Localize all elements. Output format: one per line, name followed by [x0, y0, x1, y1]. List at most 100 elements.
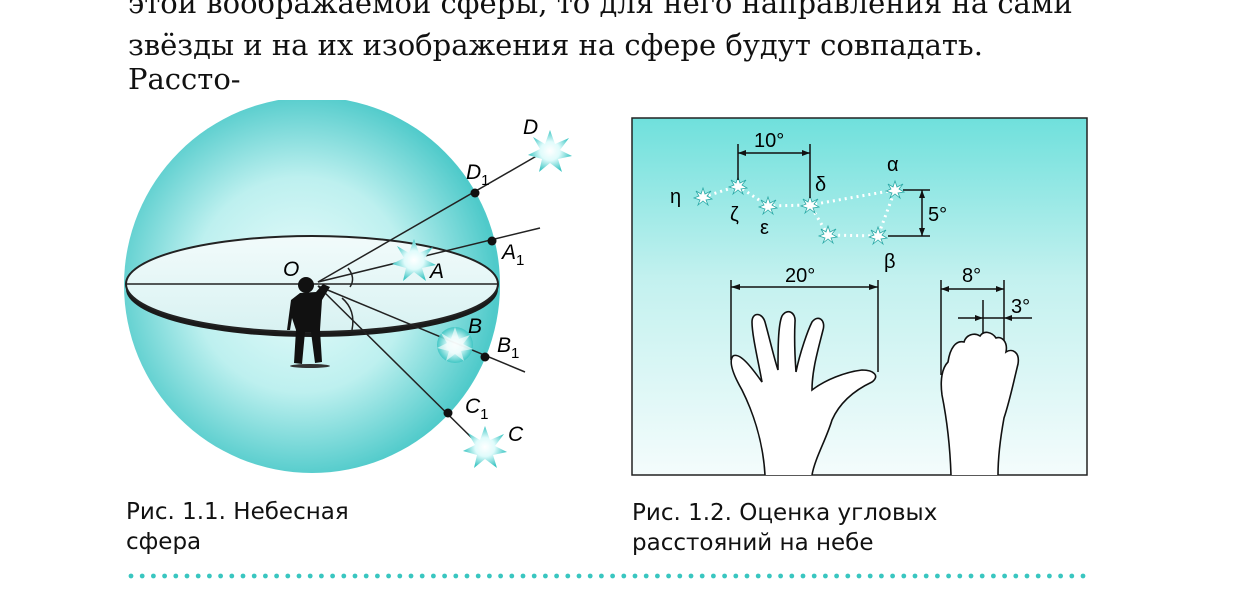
divider-dot [341, 573, 347, 579]
divider-dot [1002, 573, 1007, 579]
body-text-line-2: звёзды и на их изображения на сфере буду… [128, 28, 983, 96]
divider-dot [968, 573, 974, 579]
divider-dot [1024, 573, 1030, 579]
divider-dot [263, 573, 268, 579]
divider-dot [879, 573, 884, 579]
divider-dot [520, 573, 526, 579]
label-zeta: ζ [730, 204, 739, 226]
figure-2-caption-line-2: расстояний на небе [632, 530, 874, 556]
divider-dot [554, 573, 559, 579]
divider-dot [464, 573, 470, 579]
divider-dot [296, 573, 302, 579]
divider-dot [935, 573, 940, 579]
divider-dot [487, 573, 492, 579]
point-b1 [480, 352, 490, 362]
label-5deg: 5° [928, 204, 947, 226]
divider-dot [621, 573, 627, 579]
divider-dot [352, 573, 358, 579]
divider-dot [733, 573, 739, 579]
divider-dot [498, 573, 503, 579]
label-c: C [508, 423, 524, 446]
constellation-lines [702, 184, 898, 238]
divider-dot [1058, 573, 1063, 579]
divider-dot [823, 573, 828, 579]
divider-dot [319, 573, 324, 579]
divider-dot [151, 573, 156, 579]
divider-dot [285, 573, 291, 579]
divider-dot [1069, 573, 1075, 579]
divider-dot [767, 573, 772, 579]
divider-dot [744, 573, 750, 579]
celestial-sphere-figure: O A B C D D1 A1 B1 C1 [124, 100, 572, 473]
divider-dot [643, 573, 649, 579]
divider-dot [229, 573, 235, 579]
divider-dot [946, 573, 951, 579]
divider-dot [565, 573, 571, 579]
divider-dot [431, 573, 436, 579]
point-d1 [470, 188, 480, 198]
body-text-line-1: этой воображаемой сферы, то для него нап… [128, 0, 1073, 20]
divider-dot [957, 573, 963, 579]
figure-1-caption-line-1: Рис. 1.1. Небесная [126, 499, 349, 525]
divider-dot [207, 573, 212, 579]
divider-dot [1080, 573, 1086, 579]
divider-dot [128, 573, 134, 579]
divider-dot [912, 573, 918, 579]
sky-panel [631, 117, 1088, 476]
divider-dot [655, 573, 660, 579]
divider-dot [162, 573, 167, 579]
divider-dot [666, 573, 671, 579]
divider-dot [442, 573, 447, 579]
divider-dot [453, 573, 459, 579]
label-20deg: 20° [785, 265, 815, 287]
label-a1: A1 [500, 241, 524, 269]
divider-dot [599, 573, 604, 579]
star-b [437, 327, 473, 363]
divider-dot [363, 573, 369, 579]
point-c1 [443, 408, 453, 418]
fist-hand [940, 331, 1020, 476]
divider-dot [475, 573, 481, 579]
divider-dot [632, 573, 638, 579]
divider-dot [688, 573, 694, 579]
label-alpha: α [887, 154, 899, 176]
star-a [392, 239, 436, 281]
divider-dot [1035, 573, 1041, 579]
label-b: B [468, 315, 482, 338]
label-b1: B1 [497, 334, 519, 362]
dimension-8deg [940, 280, 1005, 375]
divider-dot [218, 573, 223, 579]
label-o: O [283, 258, 299, 281]
divider-dot [587, 573, 593, 579]
star-c [463, 426, 507, 468]
figure-1-caption-line-2: сфера [126, 529, 202, 555]
divider-dot [173, 573, 179, 579]
divider-dot [576, 573, 582, 579]
divider-dot [778, 573, 783, 579]
divider-dot [834, 573, 839, 579]
divider-dot [711, 573, 716, 579]
divider-dot [722, 573, 727, 579]
label-d: D [523, 116, 538, 139]
open-hand [730, 310, 877, 476]
direction-rays [317, 153, 541, 447]
divider-dot [509, 573, 515, 579]
figure-2-caption-line-1: Рис. 1.2. Оценка угловых [632, 500, 938, 526]
label-delta: δ [815, 174, 826, 196]
divider-dot [240, 573, 246, 579]
dotted-divider [128, 573, 1086, 579]
divider-dot [901, 573, 907, 579]
divider-dot [139, 573, 145, 579]
angular-distance-figure: η ζ ε δ α β 10° 5° 20° 8° [631, 117, 1088, 476]
divider-dot [979, 573, 985, 579]
divider-dot [419, 573, 425, 579]
dimension-5deg [888, 189, 930, 237]
divider-dot [543, 573, 548, 579]
divider-dot [789, 573, 795, 579]
divider-dot [923, 573, 929, 579]
divider-dot [1013, 573, 1019, 579]
divider-dot [195, 573, 201, 579]
divider-dot [856, 573, 862, 579]
label-8deg: 8° [962, 265, 981, 287]
divider-dot [890, 573, 895, 579]
